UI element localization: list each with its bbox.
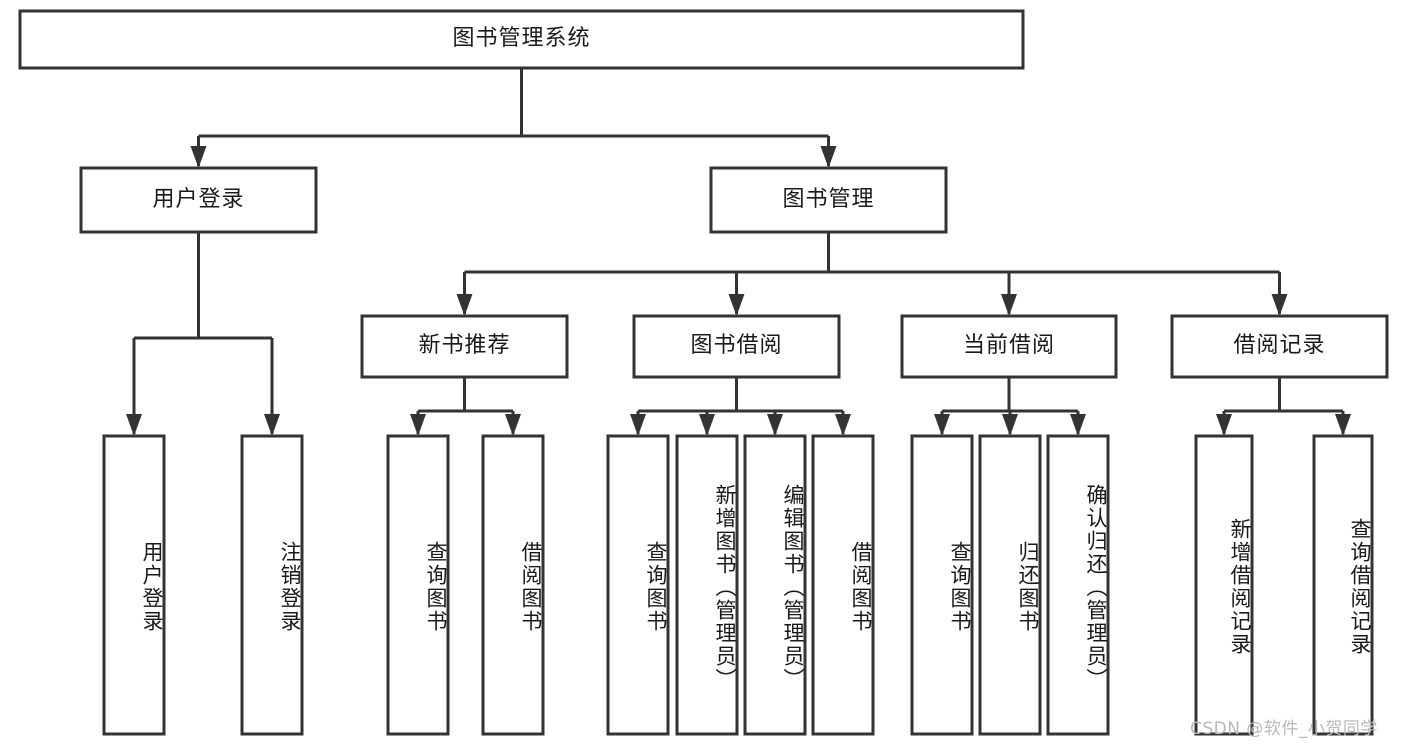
- arrow-head-icon-leaf-add-record: [1216, 414, 1232, 436]
- connector-layer: [126, 68, 1351, 436]
- node-box-leaf-edit-book: [743, 434, 807, 736]
- watermark-text: CSDN @软件_小贺同学: [1190, 719, 1378, 739]
- arrow-head-icon-leaf-edit-book: [767, 414, 783, 436]
- arrow-head-icon-leaf-query-book-3: [934, 414, 950, 436]
- box-layer: [18, 9, 1389, 736]
- node-box-leaf-return-book: [978, 434, 1042, 736]
- arrow-head-icon-leaf-query-record: [1335, 414, 1351, 436]
- arrow-head-icon-book-manage: [820, 146, 837, 168]
- node-box-root: [18, 9, 1025, 70]
- node-box-leaf-borrow-book-2: [811, 434, 875, 736]
- arrow-head-icon-book-borrow: [728, 294, 745, 316]
- arrow-head-icon-borrow-record: [1271, 294, 1288, 316]
- arrow-head-icon-leaf-add-book: [699, 414, 715, 436]
- arrow-head-icon-leaf-query-book-1: [410, 414, 426, 436]
- node-box-leaf-query-book-1: [386, 434, 450, 736]
- arrow-head-icon-leaf-user-logout: [264, 414, 280, 436]
- arrow-head-icon-new-book-rec: [456, 294, 473, 316]
- arrow-head-icon-leaf-return-book: [1002, 414, 1018, 436]
- node-box-new-book-rec: [360, 314, 569, 379]
- node-box-leaf-query-book-2: [606, 434, 670, 736]
- node-box-book-borrow: [632, 314, 841, 379]
- node-box-user-login: [79, 166, 318, 234]
- node-box-leaf-user-login: [102, 434, 166, 736]
- node-box-book-manage: [709, 166, 948, 234]
- arrow-head-icon-leaf-confirm-return: [1070, 414, 1086, 436]
- arrow-head-icon-leaf-query-book-2: [630, 414, 646, 436]
- node-box-borrow-record: [1170, 314, 1389, 379]
- arrow-head-icon-current-borrow: [1001, 294, 1017, 316]
- node-box-leaf-user-logout: [240, 434, 304, 736]
- node-box-leaf-add-book: [675, 434, 739, 736]
- node-box-current-borrow: [900, 314, 1118, 379]
- arrow-head-icon-user-login: [190, 146, 207, 168]
- arrow-head-icon-leaf-user-login: [126, 414, 142, 436]
- node-box-leaf-query-record: [1312, 434, 1374, 736]
- node-box-leaf-borrow-book-1: [481, 434, 545, 736]
- arrow-head-icon-leaf-borrow-book-1: [505, 414, 521, 436]
- arrow-head-icon-leaf-borrow-book-2: [835, 414, 851, 436]
- node-box-leaf-query-book-3: [910, 434, 974, 736]
- node-box-leaf-add-record: [1194, 434, 1254, 736]
- node-box-leaf-confirm-return: [1046, 434, 1110, 736]
